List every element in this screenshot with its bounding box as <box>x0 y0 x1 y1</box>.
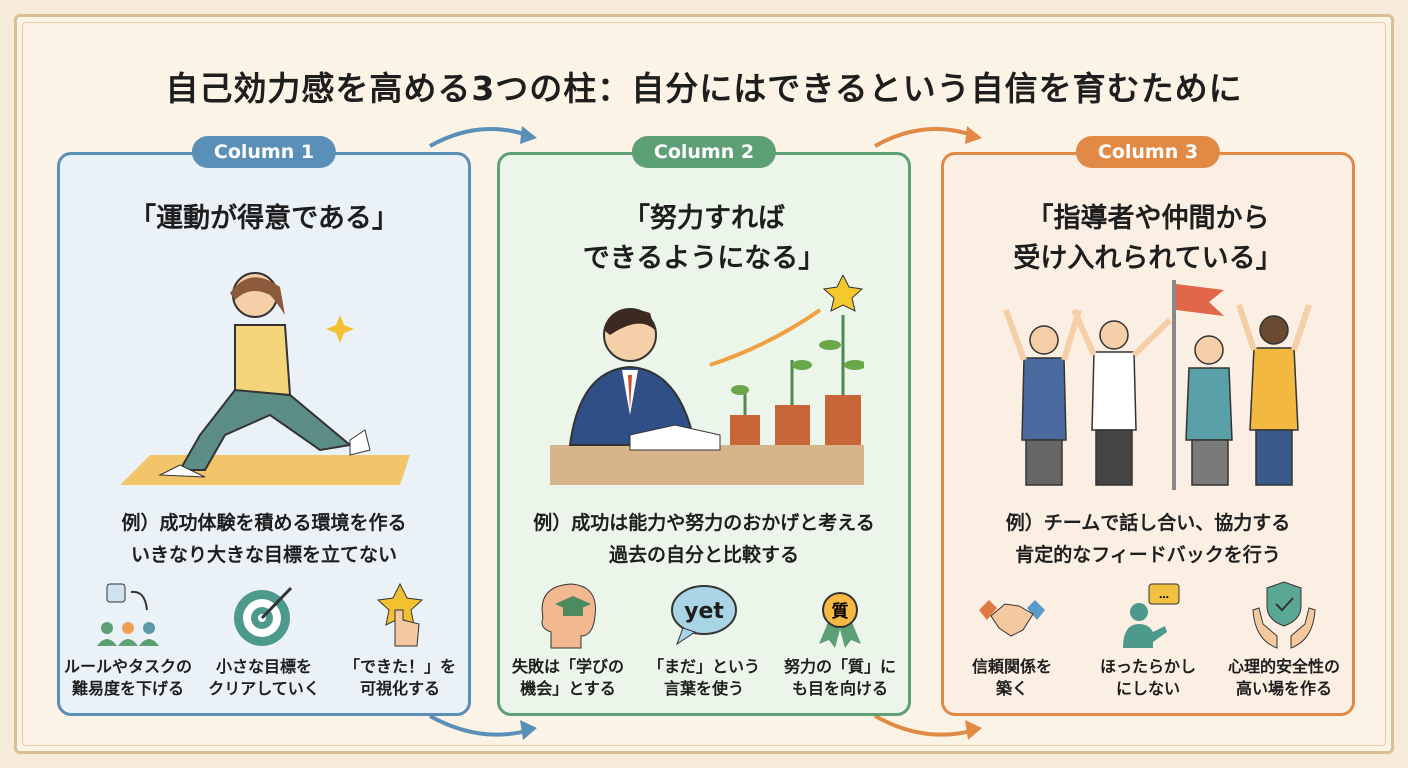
arrow-bottom-1-2 <box>429 714 537 740</box>
star-hand-icon <box>376 582 424 647</box>
tip-label: ほったらかし にしない <box>1099 657 1196 698</box>
tip-label: 心理的安全性の 高い場を作る <box>1227 657 1340 698</box>
yet-bubble-icon: yet <box>671 585 737 646</box>
example-line: 例）チームで話し合い、協力する <box>1005 512 1291 534</box>
tip-label: 努力の「質」に も目を向ける <box>783 657 896 698</box>
person-speech-icon: … <box>1123 583 1180 648</box>
tip-label: 失敗は「学びの 機会」とする <box>511 657 624 698</box>
example-line: 過去の自分と比較する <box>608 544 799 566</box>
column-heading: 「指導者や仲間から 受け入れられている」 <box>1013 203 1283 274</box>
tip-item: 心理的安全性の 高い場を作る <box>1219 580 1349 700</box>
example-line: いきなり大きな目標を立てない <box>130 544 397 566</box>
group-feedback-icon <box>97 583 159 646</box>
stretching-girl-illustration <box>120 272 410 485</box>
team-celebration-illustration <box>1003 280 1312 490</box>
column-examples: 例）成功体験を積める環境を作るいきなり大きな目標を立てない <box>60 507 468 571</box>
tip-item: ルールやタスクの 難易度を下げる <box>63 580 193 700</box>
column-2-card: Column 2 「努力すれば できるようになる」 例）成功は能力や努力のおかげ… <box>497 136 911 716</box>
page-title: 自己効力感を高める3つの柱：自分にはできるという自信を育むために <box>165 69 1243 108</box>
column-badge: Column 2 <box>631 136 777 168</box>
tip-label: 「できた！」を 可視化する <box>343 657 456 698</box>
column-examples: 例）成功は能力や努力のおかげと考える過去の自分と比較する <box>500 507 908 571</box>
column-badge: Column 1 <box>191 136 337 168</box>
tip-label: 小さな目標を クリアしていく <box>208 657 320 698</box>
example-line: 例）成功は能力や努力のおかげと考える <box>533 512 875 534</box>
example-line: 例）成功体験を積める環境を作る <box>121 512 407 534</box>
yet-text: yet <box>684 599 724 624</box>
tip-label: 信頼関係を 築く <box>971 657 1052 698</box>
medal-icon: 質 <box>819 592 861 648</box>
decorative-inner-frame <box>22 22 1386 746</box>
target-icon <box>234 586 293 646</box>
column-heading: 「努力すれば できるようになる」 <box>582 203 826 274</box>
tip-item: … ほったらかし にしない <box>1083 580 1213 700</box>
example-line: 肯定的なフィードバックを行う <box>1015 544 1281 566</box>
column-3-card: Column 3 「指導者や仲間から 受け入れられている」 例）チームで話し合い… <box>941 136 1355 716</box>
tip-item: 失敗は「学びの 機会」とする <box>503 580 633 700</box>
svg-text:…: … <box>1159 590 1169 601</box>
arrow-bottom-2-3 <box>874 714 982 740</box>
handshake-icon <box>979 600 1045 637</box>
column-badge: Column 3 <box>1075 136 1221 168</box>
tip-label: ルールやタスクの 難易度を下げる <box>63 657 192 698</box>
arrow-top-2-3 <box>874 126 982 148</box>
tip-item: 「できた！」を 可視化する <box>335 580 465 700</box>
arrow-top-1-2 <box>429 126 537 148</box>
graduation-head-icon <box>541 583 596 649</box>
medal-text: 質 <box>832 601 849 622</box>
studying-boy-illustration <box>550 275 864 485</box>
column-1-card: Column 1 「運動が得意である」 例）成功体験を積める環境を作るいきなり大… <box>57 136 471 716</box>
tip-item: yet 「まだ」という 言葉を使う <box>639 580 769 700</box>
column-heading: 「運動が得意である」 <box>129 203 399 234</box>
tip-item: 小さな目標を クリアしていく <box>199 580 329 700</box>
column-examples: 例）チームで話し合い、協力する肯定的なフィードバックを行う <box>944 507 1352 571</box>
tip-item: 信頼関係を 築く <box>947 580 1077 700</box>
shield-hands-icon <box>1252 581 1316 649</box>
tip-item: 質努力の「質」に も目を向ける <box>775 580 905 700</box>
tip-label: 「まだ」という 言葉を使う <box>647 657 760 698</box>
